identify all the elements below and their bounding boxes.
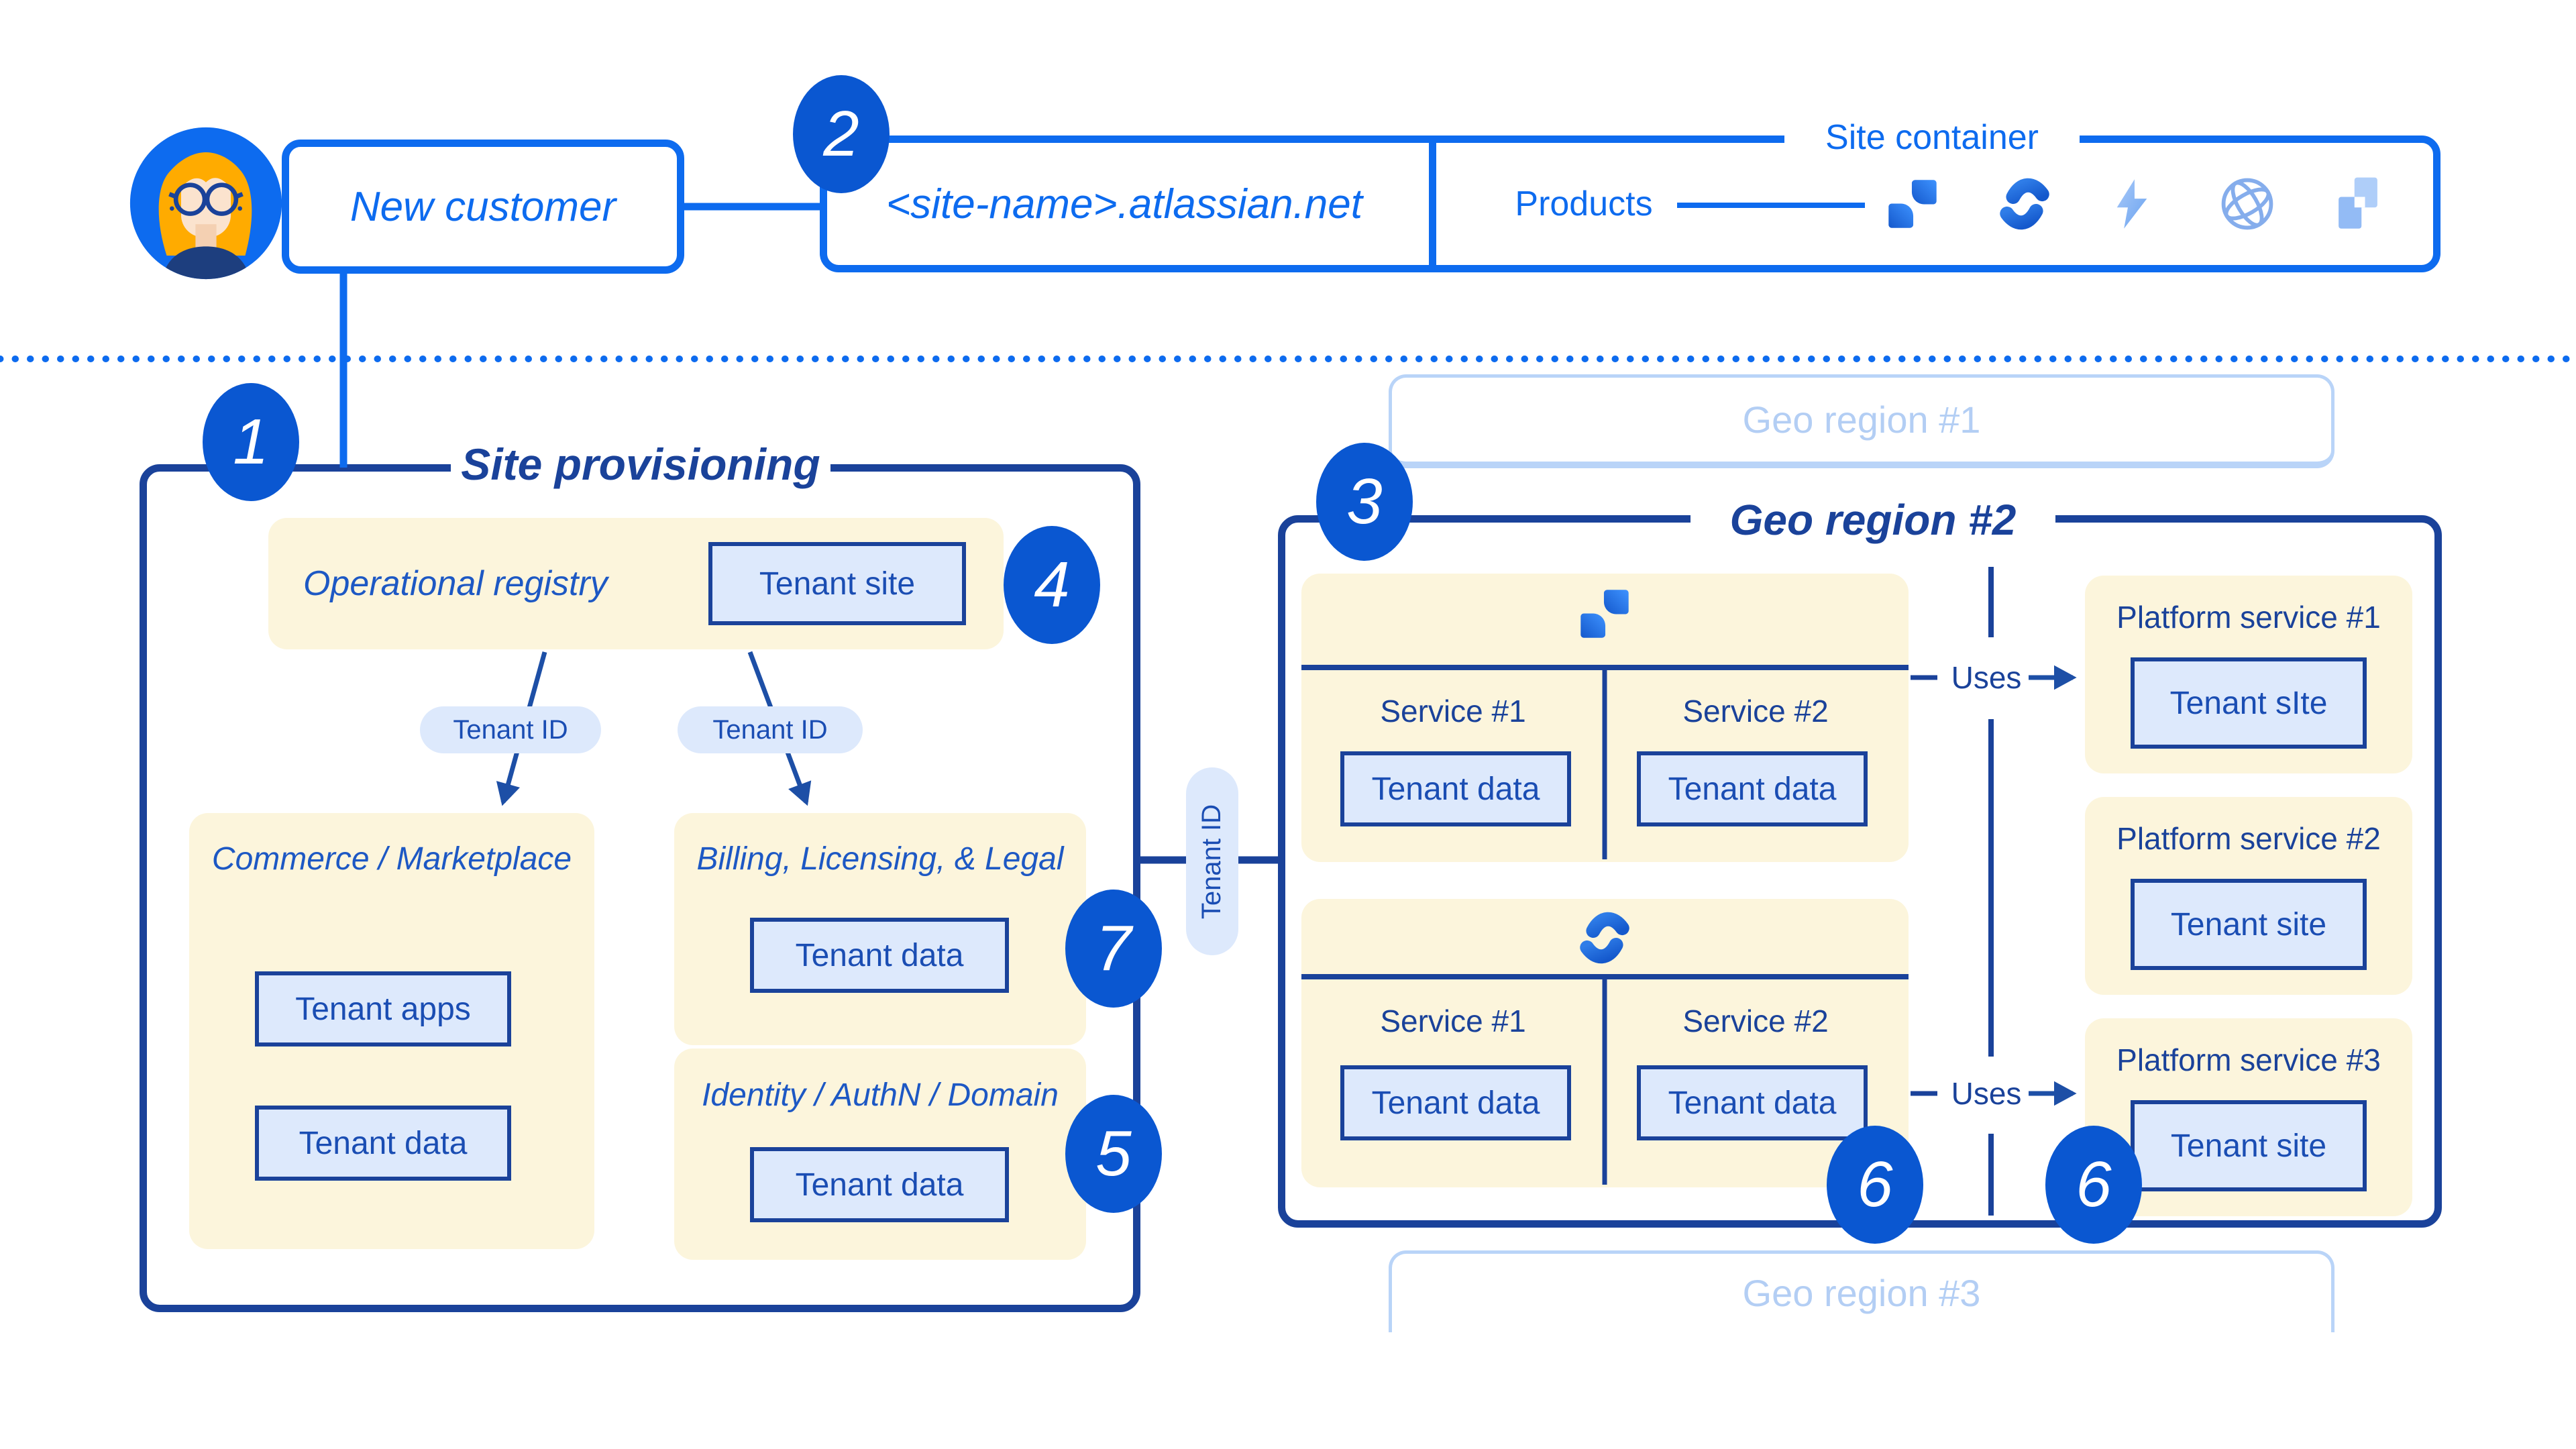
site-container-title: Site container bbox=[1784, 115, 2080, 160]
platform-service-2-title: Platform service #2 bbox=[2116, 821, 2381, 856]
step-badge-7: 7 bbox=[1065, 890, 1162, 1008]
jira-service-1-tenant-data-box: Tenant data bbox=[1340, 751, 1571, 826]
step-badge-4: 4 bbox=[1004, 526, 1100, 644]
jira-service-1-label: Service #1 bbox=[1380, 694, 1526, 729]
step-badge-2: 2 bbox=[793, 75, 890, 193]
uses-label-2: Uses bbox=[1951, 1076, 2022, 1111]
geo-region-3-box: Geo region #3 bbox=[1389, 1250, 2334, 1332]
identity-tenant-data-box: Tenant data bbox=[750, 1147, 1009, 1222]
step-badge-6a: 6 bbox=[1827, 1126, 1923, 1244]
tenant-id-pill-right: Tenant ID bbox=[678, 706, 863, 753]
platform-service-3-title: Platform service #3 bbox=[2116, 1042, 2381, 1077]
new-customer-label: New customer bbox=[350, 183, 616, 230]
jira-icon bbox=[1576, 586, 1633, 642]
platform-service-1-title: Platform service #1 bbox=[2116, 600, 2381, 635]
geo-region-2-title: Geo region #2 bbox=[1690, 491, 2055, 549]
site-name-label: <site-name>.atlassian.net bbox=[886, 180, 1362, 227]
glasses-icon bbox=[168, 182, 244, 216]
tenant-id-pill-left: Tenant ID bbox=[420, 706, 601, 753]
site-container-divider bbox=[1429, 136, 1436, 272]
platform-service-1-tenant-site-box: Tenant sIte bbox=[2131, 657, 2367, 749]
step-badge-6b: 6 bbox=[2045, 1126, 2142, 1244]
step-badge-3: 3 bbox=[1316, 443, 1413, 561]
step-badge-1: 1 bbox=[203, 383, 299, 501]
lightning-icon bbox=[2104, 176, 2160, 232]
billing-title: Billing, Licensing, & Legal bbox=[696, 841, 1064, 877]
platform-service-3-tenant-site-box: Tenant site bbox=[2131, 1100, 2367, 1191]
jira-icon bbox=[1884, 176, 1941, 232]
platform-service-2-tenant-site-box: Tenant site bbox=[2131, 879, 2367, 970]
new-customer-box: New customer bbox=[282, 140, 684, 274]
tiles-icon bbox=[2330, 176, 2386, 232]
confluence-icon bbox=[1576, 910, 1633, 966]
geo-region-1-box: Geo region #1 bbox=[1389, 374, 2334, 468]
commerce-tenant-apps-box: Tenant apps bbox=[255, 971, 511, 1046]
globe-icon bbox=[2219, 176, 2275, 232]
products-label: Products bbox=[1515, 184, 1653, 223]
operational-registry-title: Operational registry bbox=[303, 564, 608, 603]
site-provisioning-title: Site provisioning bbox=[451, 436, 830, 492]
identity-title: Identity / AuthN / Domain bbox=[702, 1077, 1059, 1113]
registry-tenant-site-box: Tenant site bbox=[708, 542, 966, 625]
confluence-service-1-label: Service #1 bbox=[1380, 1004, 1526, 1038]
jira-service-2-label: Service #2 bbox=[1682, 694, 1829, 729]
step-badge-5: 5 bbox=[1065, 1095, 1162, 1213]
billing-tenant-data-box: Tenant data bbox=[750, 918, 1009, 993]
confluence-service-2-tenant-data-box: Tenant data bbox=[1637, 1065, 1868, 1140]
new-customer-avatar bbox=[129, 127, 282, 280]
confluence-icon bbox=[1996, 176, 2053, 232]
commerce-marketplace-title: Commerce / Marketplace bbox=[211, 841, 572, 877]
uses-label-1: Uses bbox=[1951, 660, 2022, 695]
tenant-id-connector-pill: Tenant ID bbox=[1186, 767, 1238, 955]
confluence-service-2-label: Service #2 bbox=[1682, 1004, 1829, 1038]
jira-service-2-tenant-data-box: Tenant data bbox=[1637, 751, 1868, 826]
site-name-cell: <site-name>.atlassian.net bbox=[820, 136, 1429, 272]
commerce-tenant-data-box: Tenant data bbox=[255, 1106, 511, 1181]
confluence-service-1-tenant-data-box: Tenant data bbox=[1340, 1065, 1571, 1140]
site-container-box bbox=[820, 136, 2440, 272]
